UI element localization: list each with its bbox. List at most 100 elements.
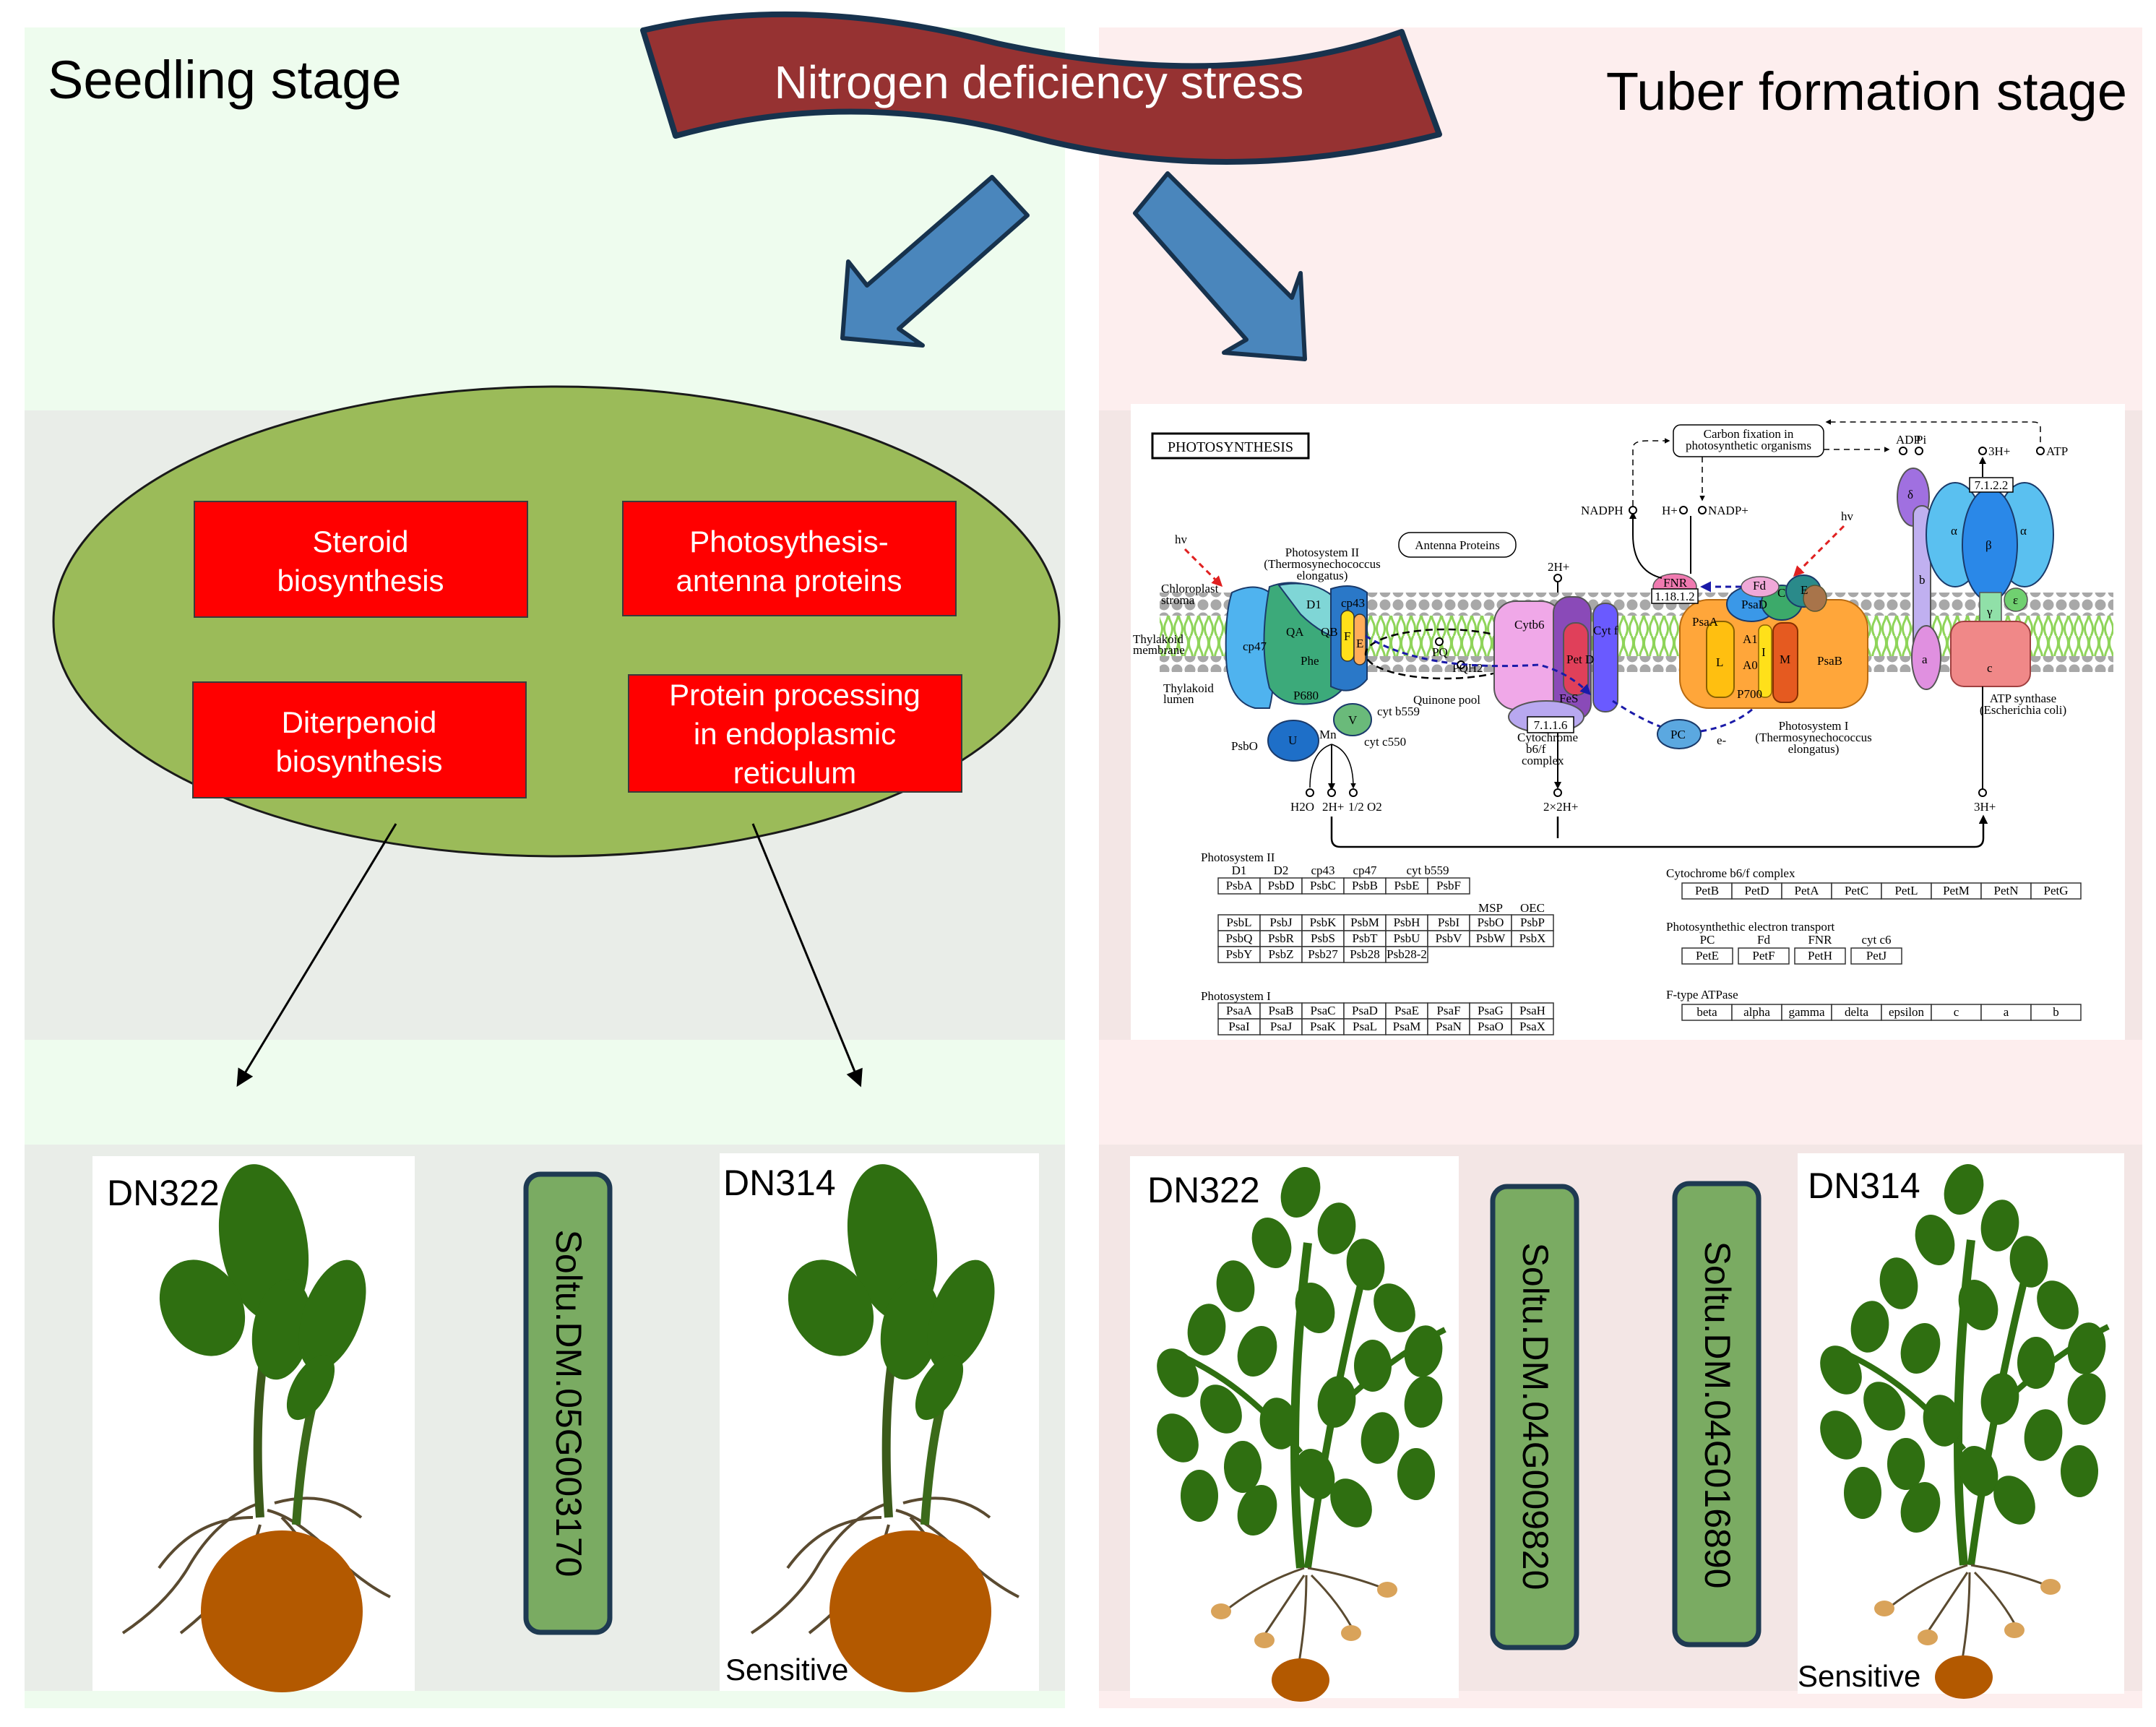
gene-cell-label: beta <box>1696 1005 1717 1019</box>
table-header: cp43 <box>1311 864 1334 877</box>
gene-cell-label: Psb28 <box>1350 947 1380 961</box>
gene-cell[interactable]: PsbY <box>1217 946 1261 963</box>
gene-cell[interactable]: PsaF <box>1427 1002 1470 1020</box>
gene-cell[interactable]: PsbZ <box>1259 946 1303 963</box>
gene-cell[interactable]: c <box>1931 1004 1982 1021</box>
gene-cell[interactable]: beta <box>1681 1004 1733 1021</box>
leaf <box>1900 1323 1941 1374</box>
gene-cell[interactable]: PsbD <box>1259 877 1303 895</box>
gene-cell[interactable]: PsbU <box>1385 930 1428 947</box>
kegg-label: Carbon fixation in <box>1704 427 1794 441</box>
gene-cell[interactable]: b <box>2030 1004 2082 1021</box>
gene-cell[interactable]: PsbO <box>1469 914 1512 931</box>
leaf <box>1923 1395 1962 1447</box>
kegg-label: Antenna Proteins <box>1415 538 1500 552</box>
gene-cell[interactable]: PsbH <box>1385 914 1428 931</box>
gene-cell[interactable]: PsaN <box>1427 1018 1470 1035</box>
gene-cell[interactable]: PsbA <box>1217 877 1261 895</box>
gene-cell[interactable]: PsbI <box>1427 914 1470 931</box>
kegg-label: c <box>1987 661 1993 675</box>
small-tuber <box>1211 1603 1231 1619</box>
root <box>1961 1572 1971 1660</box>
gene-cell[interactable]: PsbQ <box>1217 930 1261 947</box>
kegg-label: Cytochrome <box>1517 731 1578 744</box>
gene-cell[interactable]: PsbB <box>1343 877 1387 895</box>
kegg-label: photosynthetic organisms <box>1686 439 1811 452</box>
gene-cell[interactable]: PetG <box>2030 882 2082 900</box>
gene-cell[interactable]: PsaA <box>1217 1002 1261 1020</box>
gene-cell-label: PsaN <box>1436 1020 1462 1033</box>
gene-cell-label: PsbV <box>1436 931 1463 945</box>
gene-cell[interactable]: alpha <box>1731 1004 1782 1021</box>
gene-cell[interactable]: PsbX <box>1511 930 1554 947</box>
kegg-label: P700 <box>1737 687 1762 701</box>
gene-cell[interactable]: PsbK <box>1301 914 1345 931</box>
gene-cell[interactable]: PsaL <box>1343 1018 1387 1035</box>
gene-cell-label: PsbZ <box>1269 947 1294 961</box>
gene-cell[interactable]: PsaD <box>1343 1002 1387 1020</box>
gene-cell[interactable]: PsaB <box>1259 1002 1303 1020</box>
gene-cell[interactable]: PsbW <box>1469 930 1512 947</box>
gene-cell[interactable]: PsbT <box>1343 930 1387 947</box>
gene-cell[interactable]: PetJ <box>1850 947 1902 965</box>
gene-cell[interactable]: PsaO <box>1469 1018 1512 1035</box>
gene-cell[interactable]: epsilon <box>1881 1004 1932 1021</box>
gene-cell[interactable]: PetM <box>1931 882 1982 900</box>
gene-cell[interactable]: PetN <box>1980 882 2032 900</box>
seedling-plant-icon <box>750 1164 1019 1692</box>
kegg-label: e- <box>1717 733 1727 747</box>
gene-cell[interactable]: PetE <box>1681 947 1733 965</box>
gene-cell[interactable]: PsaI <box>1217 1018 1261 1035</box>
gene-cell[interactable]: gamma <box>1781 1004 1832 1021</box>
gene-cell[interactable]: PsaC <box>1301 1002 1345 1020</box>
gene-cell[interactable]: PsbE <box>1385 877 1428 895</box>
gene-cell[interactable]: a <box>1980 1004 2032 1021</box>
gene-cell[interactable]: PsbL <box>1217 914 1261 931</box>
gene-cell[interactable]: PsbF <box>1427 877 1470 895</box>
gene-cell[interactable]: PsbM <box>1343 914 1387 931</box>
small-tuber <box>1874 1601 1894 1616</box>
gene-cell[interactable]: PsbV <box>1427 930 1470 947</box>
gene-cell[interactable]: PsaX <box>1511 1018 1554 1035</box>
gene-cell[interactable]: PsbR <box>1259 930 1303 947</box>
gene-cell-label: PetG <box>2044 884 2069 897</box>
kegg-label: cp47 <box>1243 639 1267 653</box>
kegg-label: 2×2H+ <box>1543 800 1578 814</box>
gene-cell[interactable]: PsbS <box>1301 930 1345 947</box>
gene-cell[interactable]: PetH <box>1794 947 1846 965</box>
gene-cell[interactable]: delta <box>1831 1004 1882 1021</box>
gene-cell[interactable]: PsaM <box>1385 1018 1428 1035</box>
gene-cell[interactable]: PsbC <box>1301 877 1345 895</box>
kegg-label: cp43 <box>1341 596 1365 610</box>
gene-cell[interactable]: PetL <box>1881 882 1932 900</box>
gene-cell[interactable]: PetF <box>1738 947 1790 965</box>
gene-cell[interactable]: PsaK <box>1301 1018 1345 1035</box>
kegg-label: b6/f <box>1526 742 1546 756</box>
gene-cell[interactable]: PetD <box>1731 882 1782 900</box>
gene-cell[interactable]: PsaE <box>1385 1002 1428 1020</box>
carbon-fixation-node[interactable] <box>1673 424 1824 457</box>
gene-cell[interactable]: PsbJ <box>1259 914 1303 931</box>
gene-cell[interactable]: PetA <box>1781 882 1832 900</box>
leaf <box>1879 1257 1918 1309</box>
leaf <box>1317 1376 1356 1428</box>
root <box>158 1516 254 1569</box>
pathway-label: Steroid <box>312 525 408 559</box>
gene-cell[interactable]: PsaJ <box>1259 1018 1303 1035</box>
antenna-proteins-node[interactable] <box>1398 532 1517 558</box>
gene-id: Soltu.DM.05G003170 <box>548 1230 589 1577</box>
leaf <box>915 1354 964 1421</box>
table-header: MSP <box>1478 901 1503 915</box>
gene-cell[interactable]: Psb28-2 <box>1385 946 1428 963</box>
gene-cell[interactable]: PetC <box>1831 882 1882 900</box>
gene-cell-label: PsaB <box>1269 1004 1294 1017</box>
kegg-label: H2O <box>1290 800 1314 814</box>
gene-cell[interactable]: PsaG <box>1469 1002 1512 1020</box>
nadph-node: NADPH H+ NADP+ <box>1581 504 1748 579</box>
gene-cell[interactable]: PsbP <box>1511 914 1554 931</box>
gene-cell[interactable]: PetB <box>1681 882 1733 900</box>
gene-cell[interactable]: PsaH <box>1511 1002 1554 1020</box>
kegg-label: β <box>1985 538 1992 552</box>
gene-cell[interactable]: Psb27 <box>1301 946 1345 963</box>
gene-cell[interactable]: Psb28 <box>1343 946 1387 963</box>
